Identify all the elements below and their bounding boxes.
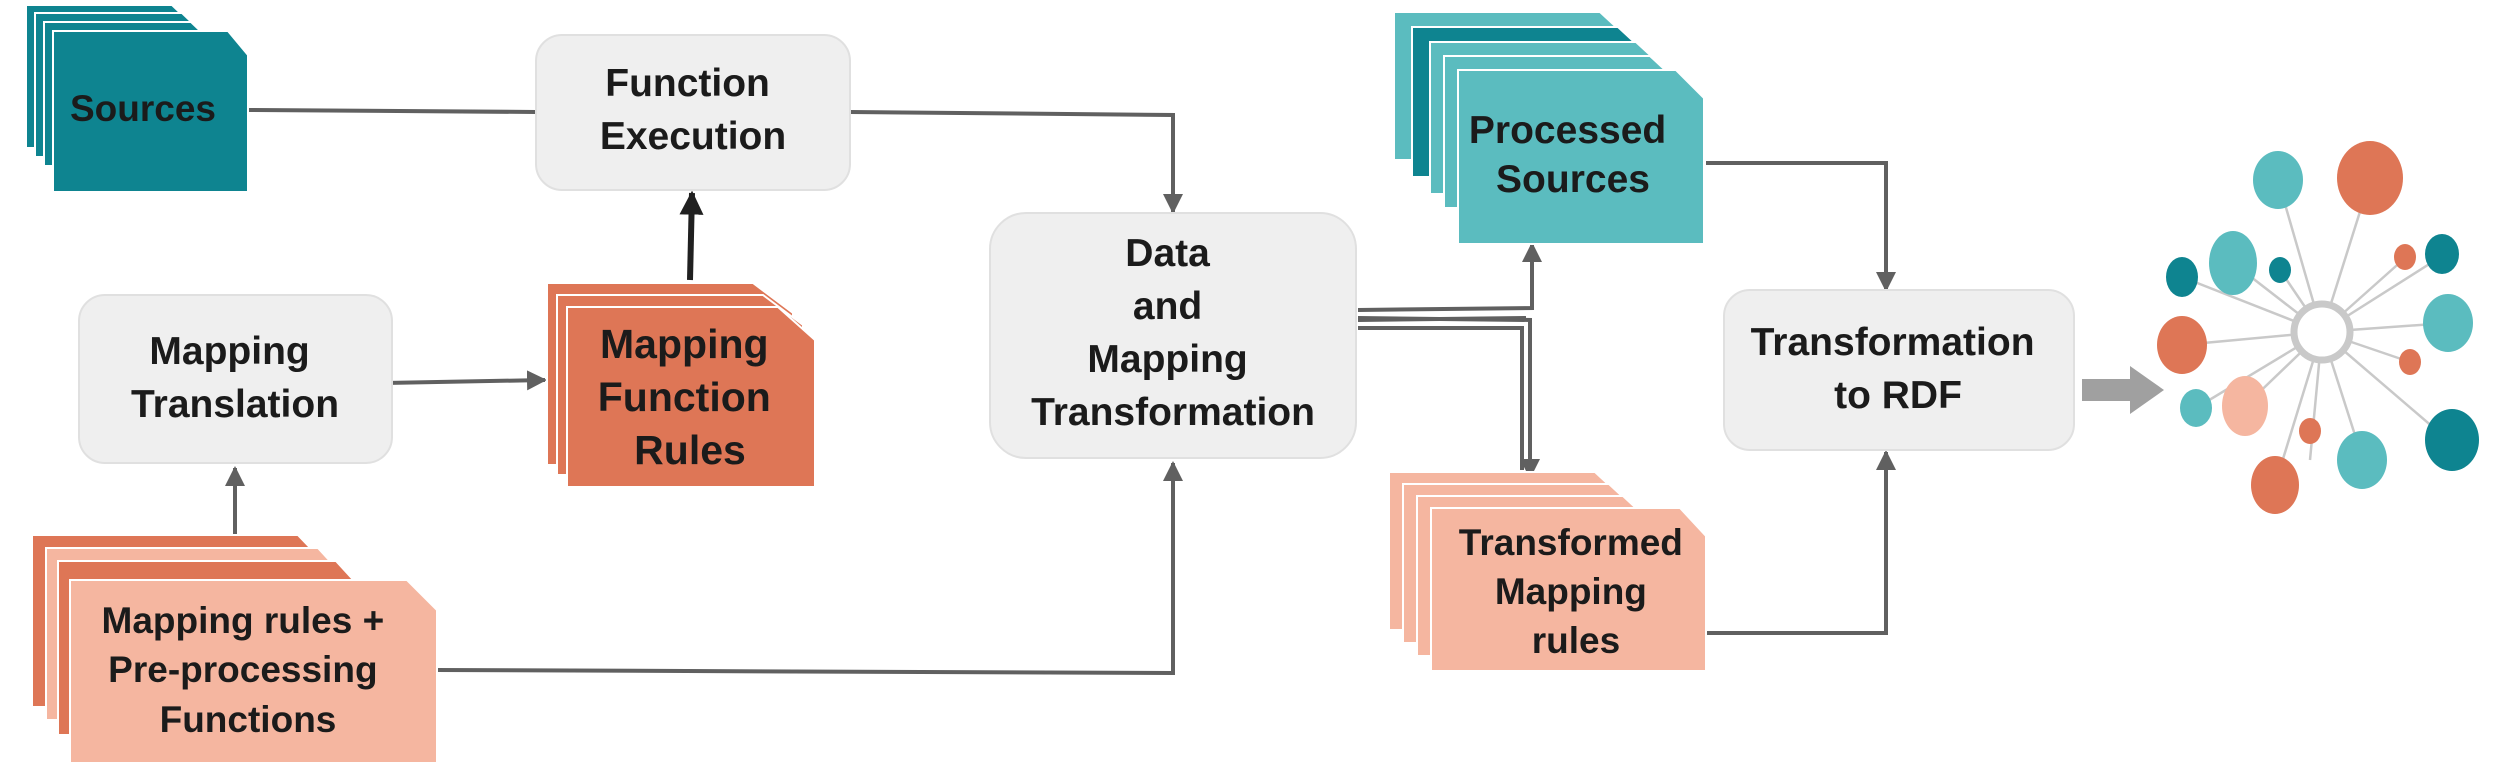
edge-sources-to-function-execution bbox=[247, 108, 537, 114]
transformed-mapping-rules-label: Transformed Mapping rules bbox=[1459, 522, 1693, 661]
sources-doc-stack: Sources bbox=[25, 4, 249, 193]
output-arrow-icon bbox=[2082, 366, 2164, 414]
processed-sources-doc-stack: Processed Sources bbox=[1393, 11, 1705, 245]
edge-data-mapping-to-transformed-rules-2 bbox=[1358, 326, 1524, 470]
mapping-translation-label: Mapping Translation bbox=[131, 330, 339, 426]
edge-transformed-rules-to-rdf bbox=[1706, 450, 1896, 635]
sources-label: Sources bbox=[70, 88, 216, 129]
transformation-rdf-label: Transformation to RDF bbox=[1751, 321, 2046, 417]
connectors bbox=[225, 108, 1896, 676]
edge-function-execution-to-data-mapping bbox=[849, 110, 1183, 214]
function-execution-box: Function Execution bbox=[535, 34, 851, 191]
edge-processed-sources-to-rdf bbox=[1706, 161, 1896, 292]
mapping-rules-label: Mapping rules + Pre-processing Functions bbox=[102, 600, 395, 740]
knowledge-graph-icon bbox=[2157, 141, 2479, 514]
function-execution-label: Function Execution bbox=[600, 62, 786, 158]
processed-sources-label: Processed Sources bbox=[1469, 109, 1677, 201]
edge-data-mapping-to-processed-sources bbox=[1357, 242, 1542, 312]
data-mapping-transformation-box: Data and Mapping Transformation bbox=[989, 212, 1357, 459]
edge-mapping-function-rules-to-function-execution bbox=[679, 190, 704, 281]
mapping-function-rules-label: Mapping Function Rules bbox=[598, 321, 782, 473]
data-mapping-transformation-label: Data and Mapping Transformation bbox=[1031, 232, 1315, 434]
edge-data-mapping-to-transformed-rules bbox=[1357, 316, 1540, 479]
transformed-mapping-rules-doc-stack: Transformed Mapping rules bbox=[1388, 471, 1707, 672]
mapping-translation-box: Mapping Translation bbox=[78, 294, 393, 464]
transformation-rdf-box: Transformation to RDF bbox=[1723, 289, 2075, 451]
mapping-function-rules-doc-stack: Mapping Function Rules bbox=[546, 282, 816, 488]
edge-mapping-translation-to-mapping-function-rules bbox=[384, 370, 547, 391]
mapping-rules-doc-stack: Mapping rules + Pre-processing Functions bbox=[31, 534, 438, 764]
edge-mapping-rules-to-data-mapping bbox=[436, 461, 1183, 676]
